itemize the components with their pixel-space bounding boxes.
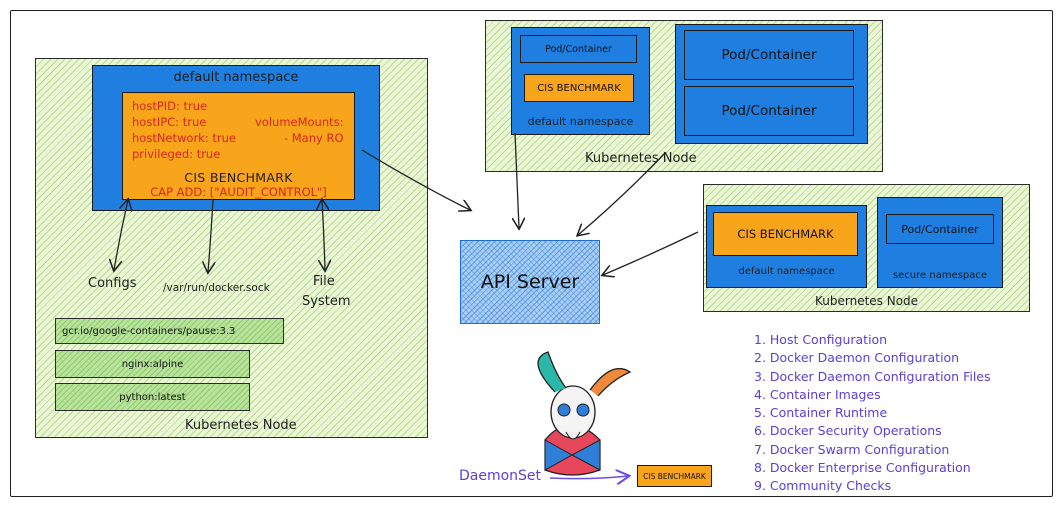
- arrow-to-docker-sock: [208, 199, 213, 272]
- right-secure-ns-label: secure namespace: [892, 270, 988, 281]
- image-python: python:latest: [55, 383, 250, 411]
- check-item: 5. Container Runtime: [754, 405, 888, 421]
- volume-mounts-label: volumeMounts:: [255, 115, 344, 129]
- top-pod-1: Pod/Container: [684, 30, 854, 80]
- left-red-settings: hostPID: true hostIPC: true hostNetwork:…: [132, 98, 236, 162]
- api-server: API Server: [460, 240, 600, 324]
- target-file: File: [313, 274, 335, 289]
- left-cis-label: CIS BENCHMARK: [184, 170, 293, 185]
- arrow-top-ns-to-api: [515, 132, 519, 228]
- check-item: 7. Docker Swarm Configuration: [754, 441, 950, 457]
- top-namespace-label: default namespace: [527, 115, 634, 128]
- check-item: 8. Docker Enterprise Configuration: [754, 460, 971, 476]
- top-pod-2: Pod/Container: [684, 86, 854, 136]
- right-default-ns-label: default namespace: [738, 266, 835, 277]
- top-node-label: Kubernetes Node: [585, 151, 697, 166]
- cap-add: CAP ADD: ["AUDIT_CONTROL"]: [150, 185, 327, 199]
- check-item: 9. Community Checks: [754, 478, 892, 494]
- top-small-pod: Pod/Container: [520, 35, 637, 63]
- target-configs: Configs: [88, 276, 137, 291]
- diagram-frame: [10, 10, 1053, 497]
- check-item: 6. Docker Security Operations: [754, 423, 942, 439]
- left-namespace-label: default namespace: [173, 70, 299, 85]
- target-system: System: [302, 294, 351, 309]
- setting-hostipc: hostIPC: true: [132, 115, 207, 129]
- setting-privileged: privileged: true: [132, 147, 221, 161]
- arrow-daemonset: [549, 476, 628, 479]
- left-cis-box: [122, 92, 355, 200]
- check-item: 2. Docker Daemon Configuration: [754, 350, 960, 366]
- arrow-to-filesystem: [322, 200, 325, 270]
- target-docker-sock: /var/run/docker.sock: [163, 282, 270, 294]
- image-nginx: nginx:alpine: [55, 350, 250, 378]
- setting-hostnetwork: hostNetwork: true: [132, 131, 236, 145]
- check-item: 4. Container Images: [754, 386, 881, 402]
- cis-checks-list: 1. Host Configuration 2. Docker Daemon C…: [754, 331, 991, 496]
- arrow-to-configs: [114, 200, 128, 270]
- daemonset-label: DaemonSet: [459, 468, 542, 484]
- volume-mounts: volumeMounts: - Many RO: [255, 114, 344, 146]
- top-cis-box: CIS BENCHMARK: [524, 74, 634, 102]
- check-item: 3. Docker Daemon Configuration Files: [754, 368, 991, 384]
- daemonset-cis-box: CIS BENCHMARK: [637, 465, 712, 487]
- api-server-label: API Server: [480, 271, 580, 293]
- arrow-top-pod-to-api: [578, 152, 666, 235]
- left-node-label: Kubernetes Node: [185, 418, 297, 433]
- volume-mounts-value: - Many RO: [283, 131, 344, 145]
- image-pause: gcr.io/google-containers/pause:3.3: [55, 318, 284, 344]
- check-item: 1. Host Configuration: [754, 332, 888, 347]
- setting-hostpid: hostPID: true: [132, 99, 208, 113]
- goat-mascot-icon: [537, 351, 632, 476]
- arrow-right-ns-to-api: [603, 231, 699, 275]
- arrow-left-ns-to-api: [361, 149, 470, 210]
- right-cis-box: CIS BENCHMARK: [713, 212, 858, 256]
- right-pod: Pod/Container: [886, 214, 994, 244]
- right-node-label: Kubernetes Node: [815, 294, 919, 308]
